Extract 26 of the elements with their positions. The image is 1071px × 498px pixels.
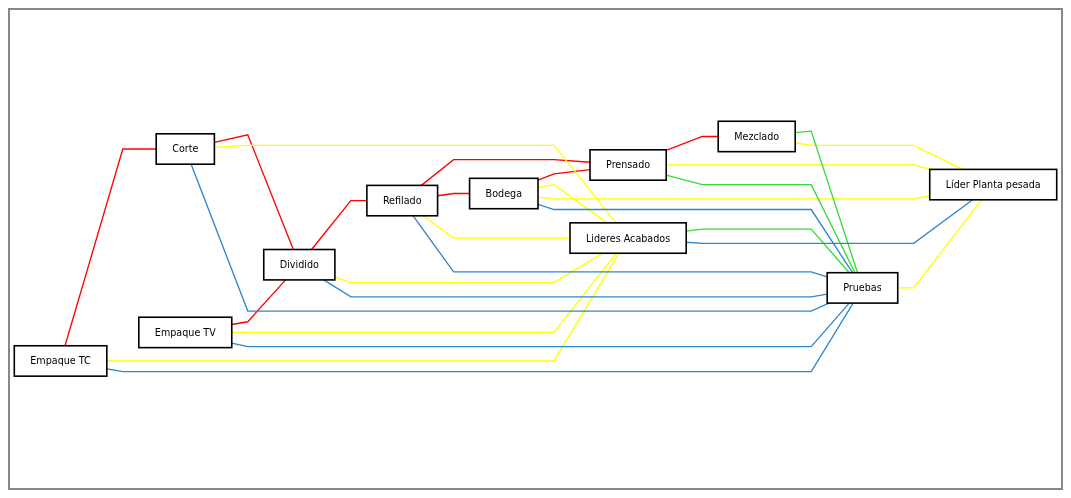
connector: [537, 169, 591, 182]
connector: [412, 215, 828, 278]
connector: [106, 302, 854, 373]
connector: [323, 279, 828, 298]
connector: [420, 159, 591, 187]
connector: [231, 302, 850, 348]
node-box: Corte: [155, 133, 216, 166]
connector: [231, 279, 287, 326]
node-box: Prensado: [589, 149, 667, 182]
connector: [334, 252, 604, 284]
node-box: Pruebas: [826, 272, 899, 305]
node-box: Líder Planta pesada: [928, 168, 1058, 201]
node-box: Bodega: [468, 177, 539, 210]
node-box: Empaque TV: [138, 316, 233, 349]
connector: [106, 252, 620, 362]
connector: [231, 252, 617, 334]
node-box: Dividido: [262, 249, 336, 281]
connector: [897, 199, 983, 289]
connector: [190, 163, 830, 313]
connector: [422, 215, 571, 239]
connector: [64, 148, 157, 347]
node-box: Empaque TC: [13, 345, 108, 378]
node-box: Lideres Acabados: [569, 222, 687, 255]
node-box: Mezclado: [717, 120, 796, 153]
node-box: Refilado: [366, 184, 439, 217]
connector: [665, 136, 719, 152]
